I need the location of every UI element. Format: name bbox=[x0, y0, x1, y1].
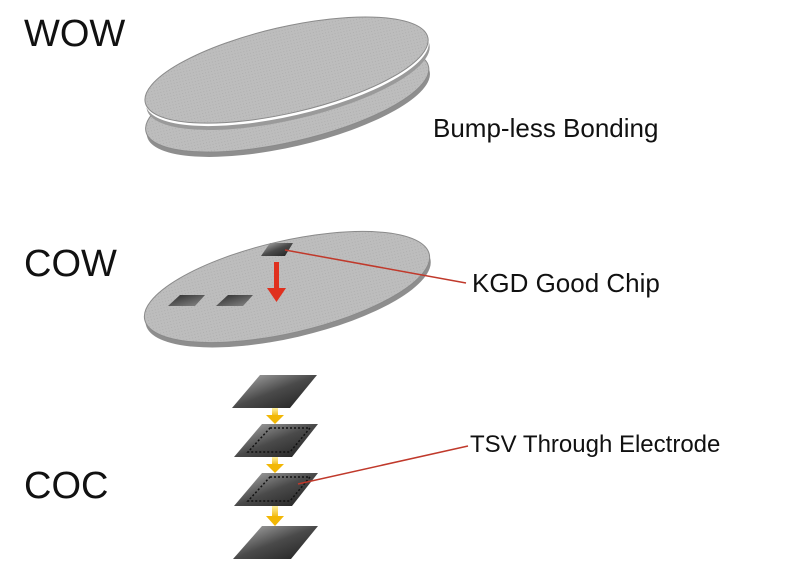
kgd-good-chip-label: KGD Good Chip bbox=[472, 268, 660, 298]
tsv-through-electrode bbox=[246, 476, 312, 502]
die-chip-icon bbox=[233, 526, 318, 559]
coc-label: COC bbox=[24, 465, 109, 507]
down-arrow-icon bbox=[267, 262, 286, 302]
die-chip-icon bbox=[234, 424, 318, 457]
wafer-disc-icon bbox=[143, 230, 431, 348]
coc-chip-stack bbox=[232, 375, 469, 559]
wow-wafer-stack bbox=[144, 16, 430, 157]
wow-label: WOW bbox=[24, 13, 126, 55]
cow-label: COW bbox=[24, 243, 117, 285]
kgd-leader-line bbox=[284, 249, 467, 284]
down-arrow-icon bbox=[266, 457, 284, 473]
bump-less-bonding-label: Bump-less Bonding bbox=[433, 113, 659, 143]
cow-wafer bbox=[143, 230, 467, 348]
die-chip-icon bbox=[261, 243, 293, 256]
chip-pocket bbox=[216, 295, 253, 306]
wafer-disc-icon bbox=[144, 16, 430, 130]
die-chip-icon bbox=[232, 375, 317, 408]
tsv-leader-line bbox=[297, 445, 469, 485]
chip-pocket bbox=[168, 295, 205, 306]
tsv-through-electrode-label: TSV Through Electrode bbox=[470, 431, 721, 458]
die-chip-icon bbox=[234, 473, 318, 506]
down-arrow-icon bbox=[266, 506, 284, 526]
down-arrow-icon bbox=[266, 408, 284, 424]
tsv-through-electrode bbox=[246, 427, 312, 453]
